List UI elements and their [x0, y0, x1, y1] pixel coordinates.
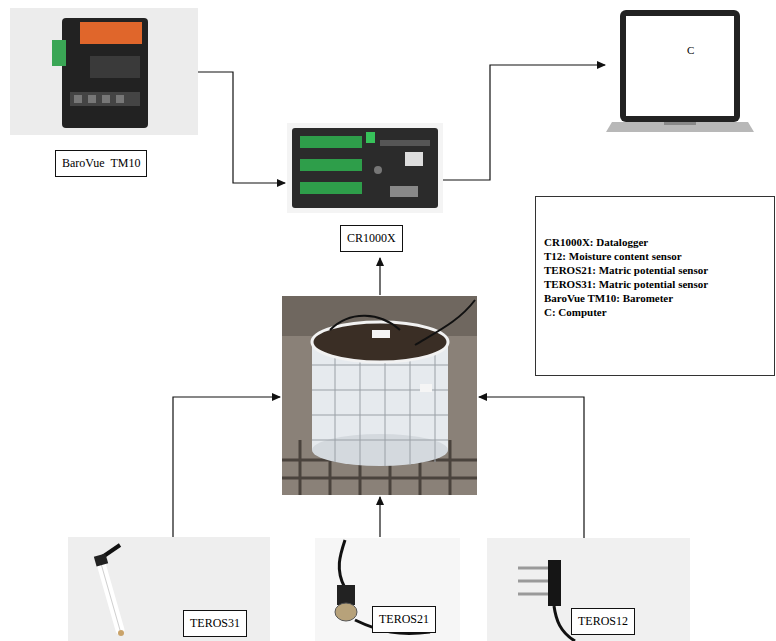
key-entry: T12: Moisture content sensor [544, 249, 766, 263]
computer-node: C [607, 8, 753, 136]
datalogger-node: CR1000X [287, 123, 443, 253]
signal-wires [173, 258, 584, 538]
matric-sensor-node: TEROS21 [315, 538, 460, 641]
label-box: BaroVue TM10 [55, 150, 147, 177]
device-label: TEROS31 [190, 616, 240, 630]
device-label: CR1000X [347, 231, 396, 245]
soil-sample-photo [282, 296, 477, 495]
key-entry: CR1000X: Datalogger [544, 235, 766, 249]
device-label: TEROS21 [379, 612, 429, 626]
label-box: CR1000X [340, 225, 403, 252]
connector-arrow [443, 65, 605, 180]
key-entry: BaroVue TM10: Barometer [544, 291, 766, 305]
barometer-node: BaroVue TM10 [10, 8, 198, 180]
label-box: TEROS21 [372, 606, 436, 633]
laptop-icon [606, 10, 754, 132]
key-entry: TEROS21: Matric potential sensor [544, 263, 766, 277]
label-box: TEROS31 [183, 610, 247, 637]
key-entry: TEROS31: Matric potential sensor [544, 277, 766, 291]
device-label: BaroVue TM10 [62, 156, 140, 170]
device-label: TEROS12 [578, 614, 628, 628]
screen-label: C [687, 44, 694, 56]
connector-arrow [198, 72, 285, 183]
tensiometer-node: TEROS31 [68, 537, 270, 641]
barometer-photo [10, 8, 198, 135]
matric-sensor-photo [315, 538, 460, 641]
label-box: TEROS12 [571, 608, 635, 635]
tensiometer-photo [68, 537, 270, 641]
datalogger-photo [287, 123, 443, 213]
key-box: CR1000X: DataloggerT12: Moisture content… [535, 196, 775, 376]
moisture-sensor-node: TEROS12 [487, 538, 690, 641]
moisture-sensor-photo [487, 538, 690, 641]
key-entry: C: Computer [544, 305, 766, 319]
